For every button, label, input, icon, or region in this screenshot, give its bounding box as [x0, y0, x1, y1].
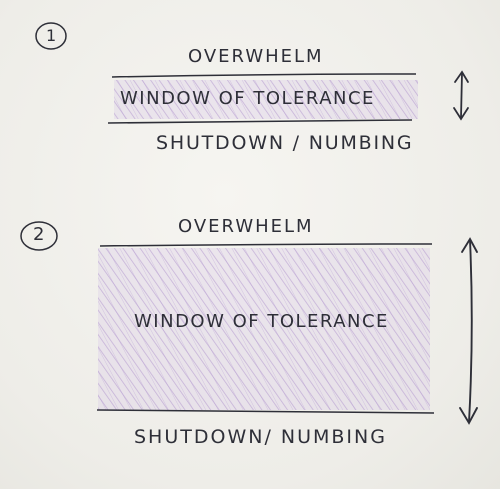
- range-2-arrow-icon: [459, 237, 478, 425]
- number-1-label: 1: [46, 26, 58, 45]
- window-1-top-line: [111, 73, 417, 78]
- number-1-circle: [35, 22, 67, 50]
- window-of-tolerance-2-label: WINDOW OF TOLERANCE: [134, 311, 389, 332]
- window-1-bottom-line: [107, 119, 413, 124]
- number-2-label: 2: [33, 224, 46, 245]
- window-of-tolerance-1-label: WINDOW OF TOLERANCE: [120, 88, 375, 109]
- window-2-bottom-line: [96, 409, 435, 414]
- shutdown-numbing-2-label: SHUTDOWN/ NUMBING: [134, 426, 387, 448]
- overwhelm-1-label: OVERWHELM: [188, 46, 324, 67]
- shutdown-numbing-1-label: SHUTDOWN / NUMBING: [156, 132, 414, 154]
- window-2-top-line: [99, 243, 433, 247]
- number-2-circle: [20, 221, 58, 251]
- range-1-arrow-icon: [453, 70, 469, 121]
- overwhelm-2-label: OVERWHELM: [178, 216, 314, 237]
